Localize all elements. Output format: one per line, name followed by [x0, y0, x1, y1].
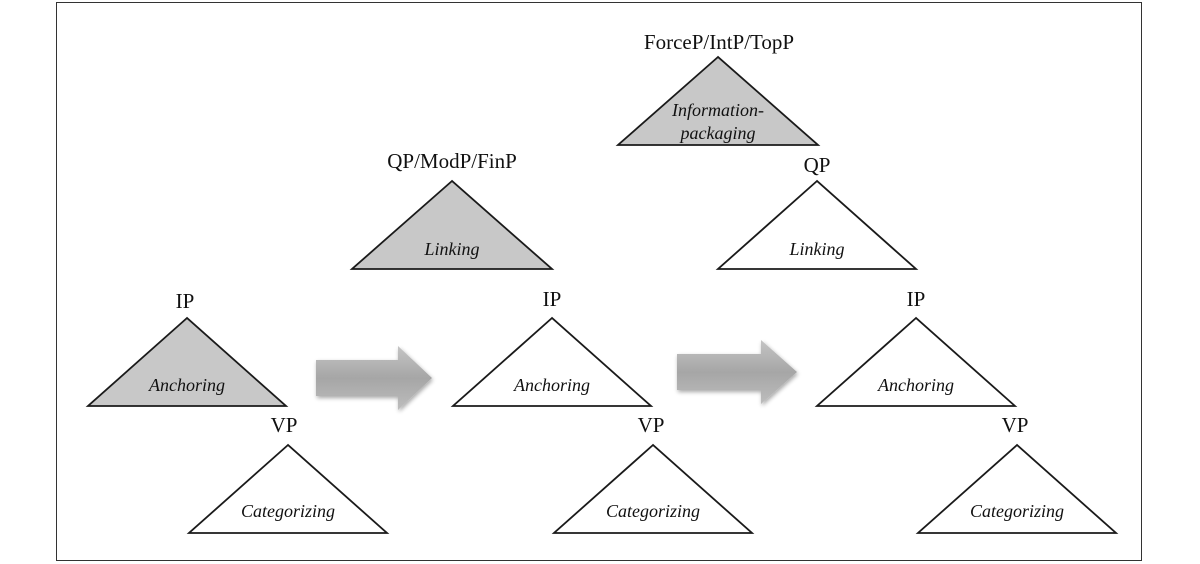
stage2-anchoring-triangle: [450, 316, 654, 407]
stage3-info-label-line1: Information-: [671, 100, 764, 120]
stage1-categorizing-triangle: [186, 443, 390, 534]
stage2-categorizing-triangle: [551, 443, 755, 534]
stage-3: ForceP/IntP/TopP Information- packaging …: [615, 30, 1119, 534]
stage1-categorizing-label: Categorizing: [241, 501, 335, 521]
diagram-frame: [56, 2, 1142, 561]
stage3-linking-triangle: [715, 179, 919, 270]
stage2-linking-triangle: [349, 179, 555, 270]
stage-2: QP/ModP/FinP Linking IP Anchoring VP Cat…: [349, 149, 755, 534]
stage3-qp-label: QP: [804, 153, 831, 177]
stage3-vp-label: VP: [1002, 413, 1029, 437]
stage2-categorizing-label: Categorizing: [606, 501, 700, 521]
stage3-anchoring-label: Anchoring: [877, 375, 954, 395]
stage1-vp-label: VP: [271, 413, 298, 437]
stage3-anchoring-triangle: [814, 316, 1018, 407]
stage1-anchoring-label: Anchoring: [148, 375, 225, 395]
stage-1: IP Anchoring VP Categorizing: [85, 289, 390, 534]
stage3-info-label-line2: packaging: [679, 123, 756, 143]
stage3-ip-label: IP: [907, 287, 926, 311]
stage1-ip-label: IP: [176, 289, 195, 313]
stage1-anchoring-triangle: [85, 316, 289, 407]
stage2-top-label: QP/ModP/FinP: [387, 149, 517, 173]
stage3-categorizing-triangle: [915, 443, 1119, 534]
stage2-linking-label: Linking: [423, 239, 479, 259]
stage3-categorizing-label: Categorizing: [970, 501, 1064, 521]
stage2-ip-label: IP: [543, 287, 562, 311]
stage2-anchoring-label: Anchoring: [513, 375, 590, 395]
arrow-right-2: [677, 340, 797, 404]
stage3-information-packaging-triangle: [615, 55, 821, 146]
stage2-vp-label: VP: [638, 413, 665, 437]
stage3-linking-label: Linking: [788, 239, 844, 259]
stage3-top-label: ForceP/IntP/TopP: [644, 30, 794, 54]
arrow-right-1: [316, 346, 432, 410]
